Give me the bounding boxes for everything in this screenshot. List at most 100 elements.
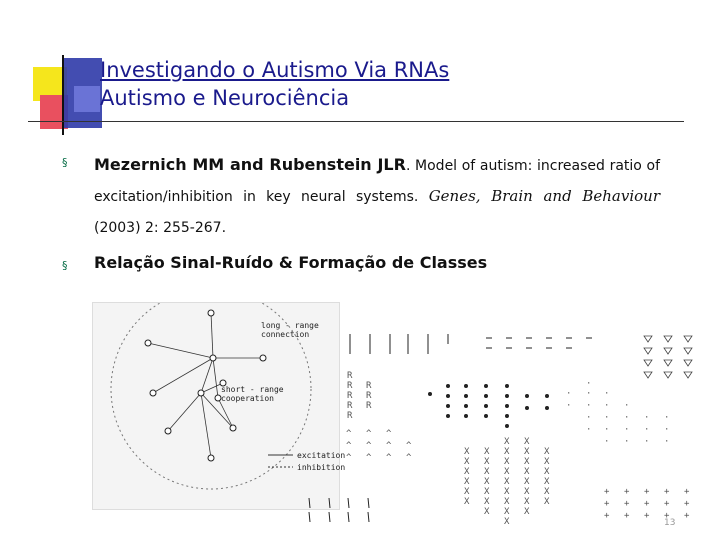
svg-text:X: X: [544, 467, 550, 477]
svg-text:·: ·: [586, 401, 591, 411]
svg-text:X: X: [504, 457, 510, 467]
svg-text:X: X: [504, 477, 510, 487]
svg-text:+: +: [684, 511, 690, 521]
svg-text:+: +: [604, 487, 610, 497]
bullet-marker-2: §: [62, 259, 68, 272]
svg-text:·: ·: [604, 425, 609, 435]
svg-text:^: ^: [386, 453, 392, 463]
svg-text:·: ·: [664, 413, 669, 423]
svg-text:·: ·: [664, 425, 669, 435]
svg-text:·: ·: [644, 413, 649, 423]
svg-text:X: X: [504, 467, 510, 477]
svg-text:R: R: [347, 381, 353, 391]
svg-text:^: ^: [406, 441, 412, 451]
reference-text: Mezernich MM and Rubenstein JLR. Model o…: [94, 150, 660, 243]
reference-text-a: . Model of autism: increased ratio of ex…: [94, 158, 660, 205]
svg-text:·: ·: [586, 379, 591, 389]
svg-text:·: ·: [644, 437, 649, 447]
label-short-range: short - range cooperation: [221, 385, 284, 403]
svg-text:X: X: [464, 467, 470, 477]
svg-text:X: X: [464, 497, 470, 507]
svg-text:^: ^: [346, 453, 352, 463]
svg-text:^: ^: [366, 429, 372, 439]
svg-text:X: X: [484, 497, 490, 507]
svg-text:X: X: [544, 497, 550, 507]
svg-text:X: X: [544, 447, 550, 457]
svg-text:+: +: [664, 499, 670, 509]
title-divider: [28, 121, 684, 122]
svg-text:+: +: [664, 511, 670, 521]
svg-text:+: +: [684, 499, 690, 509]
svg-text:·: ·: [586, 413, 591, 423]
svg-text:^: ^: [406, 453, 412, 463]
svg-text:+: +: [664, 487, 670, 497]
svg-text:·: ·: [624, 437, 629, 447]
svg-text:^: ^: [366, 453, 372, 463]
slide-title: Investigando o Autismo Via RNAs Autismo …: [100, 56, 449, 112]
legend-inhibition: inhibition: [297, 463, 346, 472]
svg-text:+: +: [604, 499, 610, 509]
svg-text:·: ·: [624, 425, 629, 435]
svg-text:^: ^: [386, 441, 392, 451]
svg-text:X: X: [504, 517, 510, 527]
svg-text:R: R: [347, 411, 353, 421]
svg-text:X: X: [504, 437, 510, 447]
svg-text:+: +: [624, 487, 630, 497]
svg-text:X: X: [524, 457, 530, 467]
svg-text:R: R: [347, 391, 353, 401]
svg-text:X: X: [464, 477, 470, 487]
svg-text:·: ·: [604, 437, 609, 447]
svg-text:X: X: [524, 497, 530, 507]
svg-text:+: +: [644, 511, 650, 521]
svg-text:·: ·: [624, 401, 629, 411]
neural-diagram-svg: [110, 288, 312, 490]
svg-text:+: +: [604, 511, 610, 521]
svg-text:X: X: [484, 447, 490, 457]
svg-text:X: X: [484, 467, 490, 477]
svg-text:·: ·: [566, 401, 571, 411]
svg-text:·: ·: [566, 389, 571, 399]
svg-text:X: X: [464, 457, 470, 467]
neural-diagram: long - range connection short - range co…: [92, 288, 345, 510]
svg-text:X: X: [524, 487, 530, 497]
decor-vertical-line: [62, 55, 64, 135]
svg-text:R: R: [347, 401, 353, 411]
svg-text:R: R: [366, 401, 372, 411]
svg-text:·: ·: [604, 389, 609, 399]
svg-text:·: ·: [586, 425, 591, 435]
svg-text:+: +: [624, 511, 630, 521]
svg-text:^: ^: [346, 429, 352, 439]
svg-text:X: X: [524, 507, 530, 517]
svg-text:R: R: [366, 381, 372, 391]
svg-text:·: ·: [604, 401, 609, 411]
title-line-2: Autismo e Neurociência: [100, 86, 350, 110]
svg-text:X: X: [524, 447, 530, 457]
svg-text:X: X: [544, 477, 550, 487]
svg-text:X: X: [524, 467, 530, 477]
reference-text-b: (2003) 2: 255-267.: [94, 220, 227, 236]
decor-light-blue-square: [74, 86, 100, 112]
svg-text:R: R: [347, 371, 353, 381]
bullet-2-text: Relação Sinal-Ruído & Formação de Classe…: [94, 253, 488, 272]
svg-text:X: X: [504, 507, 510, 517]
svg-text:^: ^: [386, 429, 392, 439]
svg-text:·: ·: [644, 425, 649, 435]
svg-text:·: ·: [604, 413, 609, 423]
reference-journal: Genes, Brain and Behaviour: [428, 187, 660, 205]
svg-text:·: ·: [664, 437, 669, 447]
legend-excitation: excitation: [297, 451, 346, 460]
svg-text:^: ^: [346, 441, 352, 451]
svg-text:X: X: [544, 487, 550, 497]
bullet-marker-1: §: [62, 156, 68, 169]
title-line-1: Investigando o Autismo Via RNAs: [100, 58, 450, 82]
label-long-range: long - range connection: [261, 321, 319, 339]
svg-text:^: ^: [366, 441, 372, 451]
svg-text:·: ·: [586, 389, 591, 399]
svg-text:+: +: [684, 487, 690, 497]
svg-text:X: X: [484, 487, 490, 497]
svg-text:X: X: [484, 457, 490, 467]
svg-text:X: X: [524, 477, 530, 487]
svg-text:+: +: [644, 499, 650, 509]
